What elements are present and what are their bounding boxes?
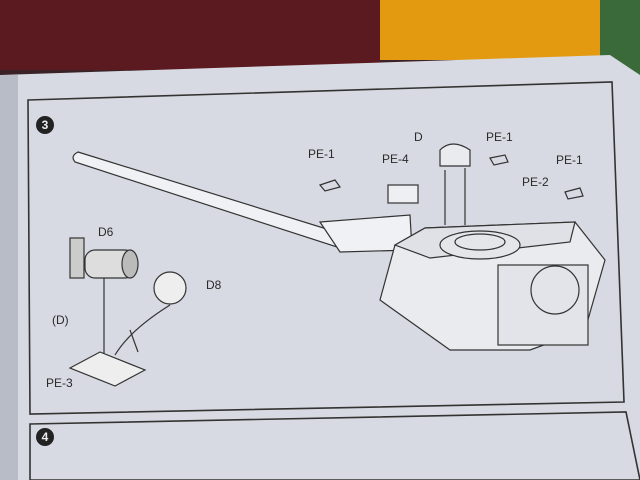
part-label-pe3: PE-3 [46, 376, 73, 390]
step-4-frame [29, 411, 640, 480]
step-3-frame [27, 81, 625, 415]
part-label-d8: D8 [206, 278, 222, 292]
part-label-pe1: PE-1 [486, 130, 513, 144]
part-label-pe2: PE-2 [522, 175, 549, 189]
manual-page [0, 55, 640, 480]
subassembly-label-d: (D) [52, 313, 69, 327]
part-label-d6: D6 [98, 225, 114, 239]
tank-turret-drawing [68, 143, 606, 387]
step-number-4: 4 [36, 428, 54, 446]
part-label-d: D [414, 130, 423, 144]
step-number-3: 3 [36, 116, 54, 134]
part-label-pe4: PE-4 [382, 152, 409, 166]
part-label-pe1: PE-1 [556, 153, 583, 167]
part-label-pe1: PE-1 [308, 147, 335, 161]
